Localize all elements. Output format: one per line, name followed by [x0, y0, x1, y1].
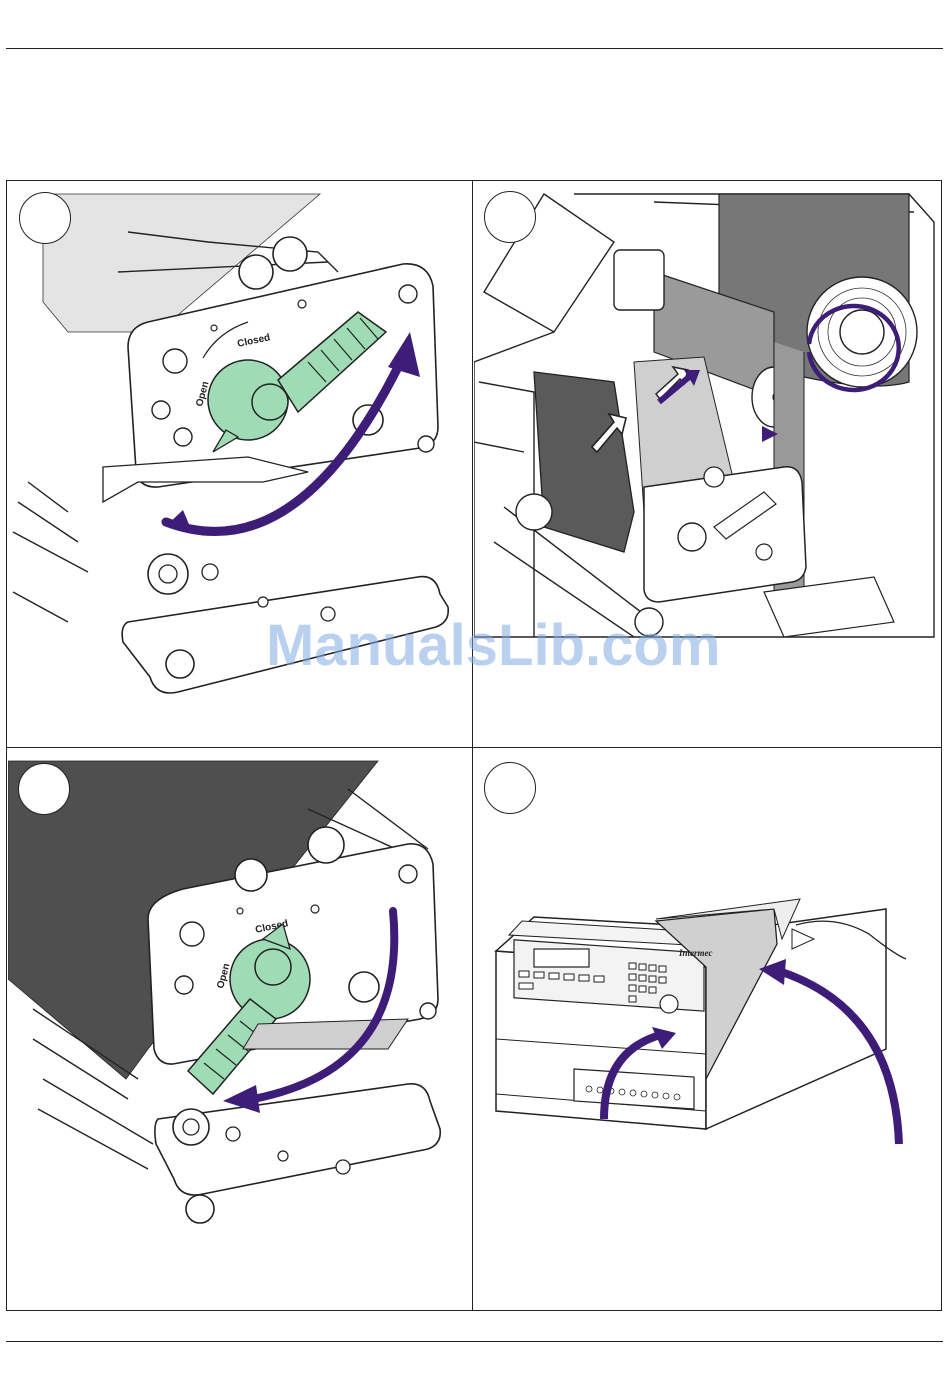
step-3-number-circle: [18, 763, 70, 815]
watermark-text: ManualsLib.com: [266, 612, 706, 682]
step-3-illustration: Closed Open: [8, 749, 471, 1310]
step-3-panel: Closed Open: [8, 749, 471, 1310]
step-4-number-circle: [484, 762, 536, 814]
grid-horizontal-divider: [6, 747, 942, 748]
footer-rule: [6, 1341, 943, 1342]
header-rule: [6, 48, 943, 49]
grid-vertical-divider: [472, 180, 473, 1311]
step-1-number-circle: [19, 192, 71, 244]
step-4-panel: Intermec: [474, 749, 941, 1310]
step-4-illustration: Intermec: [474, 749, 941, 1310]
printer-brand-label: Intermec: [678, 948, 713, 958]
step-2-number-circle: [484, 191, 536, 243]
